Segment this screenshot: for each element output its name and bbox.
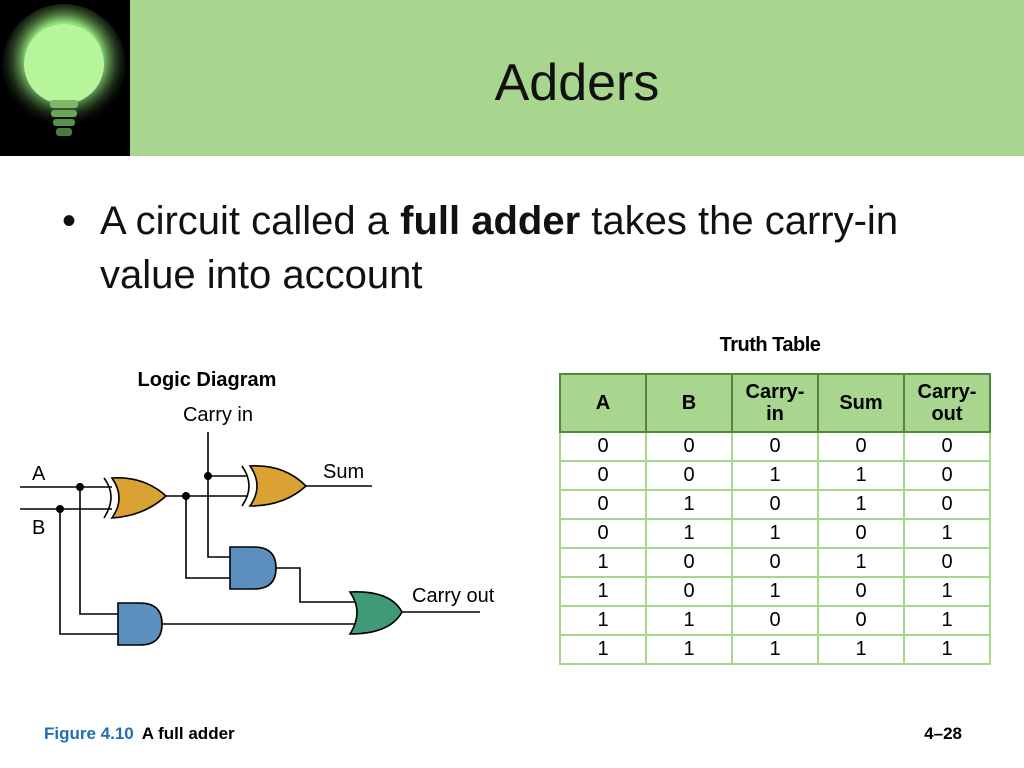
figure-caption: Figure 4.10 A full adder — [44, 724, 235, 744]
table-cell: 0 — [645, 460, 733, 491]
header-b: B — [645, 373, 733, 433]
table-cell: 1 — [559, 547, 647, 578]
logic-diagram: Logic Diagram Carry in A B Sum Carry out — [0, 340, 540, 700]
table-cell: 1 — [903, 634, 991, 665]
header-carry-out: Carry- out — [903, 373, 991, 433]
table-cell: 0 — [731, 605, 819, 636]
figure-caption-text: A full adder — [141, 724, 235, 743]
truth-table-title: Truth Table — [719, 334, 821, 356]
table-cell: 0 — [903, 547, 991, 578]
lightbulb-logo-icon — [0, 0, 130, 156]
label-input-b: B — [32, 517, 45, 539]
wires — [20, 432, 480, 635]
bullet-text: A circuit called a full adder takes the … — [100, 194, 960, 302]
header-band — [0, 0, 1024, 156]
bullet-text-before: A circuit called a — [100, 199, 401, 243]
table-cell: 0 — [903, 431, 991, 462]
table-cell: 1 — [645, 605, 733, 636]
label-carry-out: Carry out — [412, 585, 495, 607]
header-carry-in: Carry- in — [731, 373, 819, 433]
table-cell: 1 — [559, 634, 647, 665]
bullet-marker: • — [62, 199, 77, 243]
junction-dots — [56, 472, 212, 513]
table-cell: 0 — [559, 518, 647, 549]
table-cell: 1 — [559, 605, 647, 636]
table-cell: 0 — [559, 431, 647, 462]
table-cell: 1 — [645, 518, 733, 549]
label-input-a: A — [32, 463, 46, 485]
table-cell: 1 — [731, 634, 819, 665]
table-cell: 0 — [903, 489, 991, 520]
table-cell: 1 — [559, 576, 647, 607]
table-cell: 0 — [817, 605, 905, 636]
table-cell: 0 — [645, 576, 733, 607]
table-cell: 1 — [731, 460, 819, 491]
table-cell: 1 — [817, 489, 905, 520]
xor-gate-1 — [103, 477, 168, 519]
table-cell: 0 — [817, 518, 905, 549]
label-carry-in: Carry in — [183, 404, 253, 426]
table-cell: 0 — [731, 431, 819, 462]
truth-table-header-row: A B Carry- in Sum Carry- out — [559, 373, 991, 433]
table-cell: 1 — [903, 605, 991, 636]
and-gate-upper — [229, 546, 277, 590]
table-cell: 0 — [559, 460, 647, 491]
header-a: A — [559, 373, 647, 433]
table-cell: 1 — [645, 489, 733, 520]
xor-gate-2 — [241, 465, 308, 507]
page-number: 4–28 — [924, 724, 962, 743]
table-cell: 1 — [903, 518, 991, 549]
or-gate — [348, 591, 403, 635]
table-cell: 0 — [559, 489, 647, 520]
logic-diagram-title: Logic Diagram — [138, 369, 277, 391]
label-sum: Sum — [323, 461, 364, 483]
bullet-text-after: takes the carry-in value into account — [100, 199, 899, 297]
table-cell: 0 — [731, 547, 819, 578]
table-cell: 1 — [731, 518, 819, 549]
and-gate-lower — [117, 602, 163, 646]
table-cell: 1 — [645, 634, 733, 665]
header-carry-in-text: Carry- in — [745, 381, 805, 425]
slide-title: Adders — [494, 54, 660, 112]
bullet-text-bold: full adder — [400, 199, 581, 243]
table-cell: 0 — [645, 547, 733, 578]
table-cell: 0 — [731, 489, 819, 520]
table-cell: 1 — [817, 547, 905, 578]
table-cell: 0 — [903, 460, 991, 491]
table-cell: 0 — [645, 431, 733, 462]
header-carry-out-text: Carry- out — [917, 381, 977, 425]
table-cell: 0 — [817, 576, 905, 607]
figure-label: Figure 4.10 — [44, 724, 134, 743]
table-cell: 1 — [731, 576, 819, 607]
table-cell: 1 — [903, 576, 991, 607]
table-cell: 1 — [817, 460, 905, 491]
table-cell: 1 — [817, 634, 905, 665]
header-sum: Sum — [817, 373, 905, 433]
table-cell: 0 — [817, 431, 905, 462]
